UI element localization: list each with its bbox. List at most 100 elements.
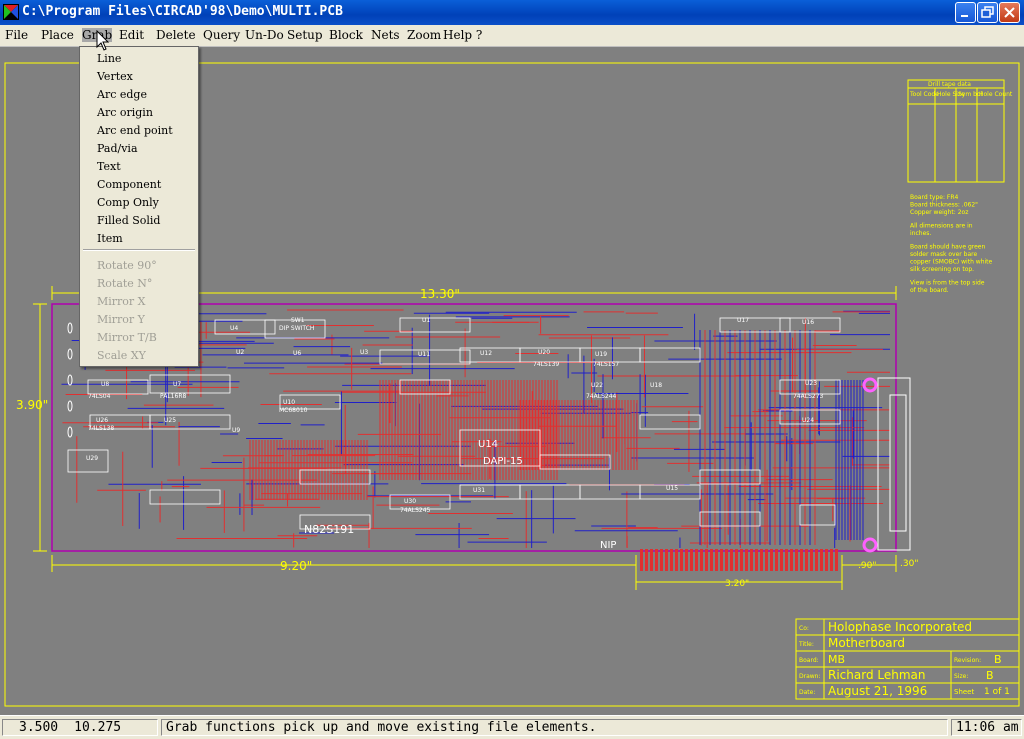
ref-u30: U30 xyxy=(404,498,416,505)
grab-arc-end-point[interactable]: Arc end point xyxy=(97,124,173,137)
ref-u16: U16 xyxy=(802,319,814,326)
tb-board-label: Board: xyxy=(799,657,819,664)
ref-u24: U24 xyxy=(802,417,814,424)
tb-title-label: Title: xyxy=(798,641,814,648)
grab-mirror-tb: Mirror T/B xyxy=(97,331,157,344)
tb-company: Holophase Incorporated xyxy=(828,620,972,634)
minimize-button[interactable] xyxy=(955,2,976,23)
grab-line[interactable]: Line xyxy=(97,52,122,65)
drill-header-symbol: Sym bol xyxy=(958,91,983,98)
pcb-drawing[interactable]: 13.30" 3.90" 9.20" 3.20" .90" .30" SW1 D… xyxy=(0,47,1024,715)
close-button[interactable] xyxy=(999,2,1020,23)
ref-sw1: SW1 xyxy=(291,317,305,324)
fab-note-line: copper (SMOBC) with white xyxy=(910,259,993,266)
grab-arc-origin[interactable]: Arc origin xyxy=(97,106,153,119)
ref-n82s191: N82S191 xyxy=(304,523,354,536)
pcb-traces xyxy=(61,309,890,548)
fab-note-line: Board thickness: .062" xyxy=(910,202,978,209)
grab-item[interactable]: Item xyxy=(97,232,123,245)
ref-74ls138: 74LS138 xyxy=(88,425,114,432)
grab-rotate-n: Rotate N° xyxy=(97,277,153,290)
menu-separator xyxy=(83,249,195,251)
tb-date: August 21, 1996 xyxy=(828,684,927,698)
tb-board: MB xyxy=(828,653,845,666)
tb-revision-label: Revision: xyxy=(954,657,981,664)
fab-note-line: silk screening on top. xyxy=(910,266,974,273)
title-block xyxy=(795,618,1020,700)
window-title: C:\Program Files\CIRCAD'98\Demo\MULTI.PC… xyxy=(22,4,343,19)
mounting-hole xyxy=(862,537,878,553)
close-icon xyxy=(1004,7,1015,18)
ref-u11: U11 xyxy=(418,351,430,358)
menu-edit[interactable]: Edit xyxy=(119,28,145,42)
fab-note-line: Copper weight: 2oz xyxy=(910,209,968,216)
grab-comp-only[interactable]: Comp Only xyxy=(97,196,159,209)
status-bar: 3.500 10.275 Grab functions pick up and m… xyxy=(0,715,1024,739)
coord-x: 3.500 xyxy=(19,720,59,735)
grab-text[interactable]: Text xyxy=(97,160,121,173)
ref-u17: U17 xyxy=(737,317,749,324)
menu-query[interactable]: Query xyxy=(203,28,241,42)
dim-edge-1: .90" xyxy=(858,561,876,571)
fab-note-line: inches. xyxy=(910,230,931,237)
maximize-button[interactable] xyxy=(977,2,998,23)
grab-pad-via[interactable]: Pad/via xyxy=(97,142,138,155)
ref-u1: U1 xyxy=(422,317,430,324)
grab-mirror-x: Mirror X xyxy=(97,295,146,308)
board-outline xyxy=(51,303,897,552)
db-connector-body xyxy=(889,394,907,532)
fab-note-line: solder mask over bare xyxy=(910,251,977,258)
ref-74ls139: 74LS139 xyxy=(533,361,559,368)
pcb-canvas[interactable]: 13.30" 3.90" 9.20" 3.20" .90" .30" SW1 D… xyxy=(0,47,1024,715)
coord-y: 10.275 xyxy=(74,720,122,735)
ref-u8: U8 xyxy=(101,381,109,388)
ref-u4: U4 xyxy=(230,325,238,332)
ref-u20: U20 xyxy=(538,349,550,356)
ref-u26: U26 xyxy=(96,417,108,424)
menu-place[interactable]: Place xyxy=(41,28,74,42)
menu-setup[interactable]: Setup xyxy=(287,28,323,42)
ref-u22: U22 xyxy=(591,382,603,389)
tb-revision: B xyxy=(994,653,1002,666)
ref-u18: U18 xyxy=(650,382,662,389)
dim-edge-2: .30" xyxy=(900,559,918,569)
menu-file[interactable]: File xyxy=(5,28,29,42)
menu-zoom[interactable]: Zoom xyxy=(407,28,442,42)
dim-height: 3.90" xyxy=(16,398,48,412)
grab-vertex[interactable]: Vertex xyxy=(97,70,133,83)
coordinate-readout: 3.500 10.275 xyxy=(2,719,158,736)
grab-arc-edge[interactable]: Arc edge xyxy=(97,88,147,101)
ref-u23: U23 xyxy=(805,380,817,387)
edge-connector xyxy=(640,549,838,571)
status-message: Grab functions pick up and move existing… xyxy=(161,719,948,736)
grab-menu: Line Vertex Arc edge Arc origin Arc end … xyxy=(79,46,199,367)
drill-table-title: Drill tape data xyxy=(928,81,971,88)
menu-bar: File Place Grab Edit Delete Query Un-Do … xyxy=(0,25,1024,47)
ref-pal16r8: PAL16R8 xyxy=(160,393,186,400)
mounting-hole xyxy=(862,377,878,393)
grab-mirror-y: Mirror Y xyxy=(97,313,145,326)
restore-icon xyxy=(981,6,994,18)
ref-u31: U31 xyxy=(473,487,485,494)
grab-component[interactable]: Component xyxy=(97,178,162,191)
tb-sheet-label: Sheet xyxy=(954,688,974,696)
menu-undo[interactable]: Un-Do xyxy=(245,28,284,42)
status-clock: 11:06 am xyxy=(951,719,1022,736)
menu-delete[interactable]: Delete xyxy=(156,28,196,42)
grab-scale-xy: Scale XY xyxy=(97,349,146,362)
grab-filled-solid[interactable]: Filled Solid xyxy=(97,214,161,227)
menu-nets[interactable]: Nets xyxy=(371,28,400,42)
ref-dip-switch: DIP SWITCH xyxy=(279,325,314,332)
ref-u25: U25 xyxy=(164,417,176,424)
db-connector xyxy=(877,377,911,551)
tb-drawn: Richard Lehman xyxy=(828,668,926,682)
tb-size-label: Size: xyxy=(954,673,968,680)
menu-block[interactable]: Block xyxy=(329,28,363,42)
tb-size: B xyxy=(986,669,994,682)
ref-u3: U3 xyxy=(360,349,368,356)
dim-width-top: 13.30" xyxy=(420,287,460,301)
tb-title: Motherboard xyxy=(828,636,905,650)
menu-help[interactable]: Help ? xyxy=(443,28,483,42)
ref-mc68010: MC68010 xyxy=(279,407,308,414)
